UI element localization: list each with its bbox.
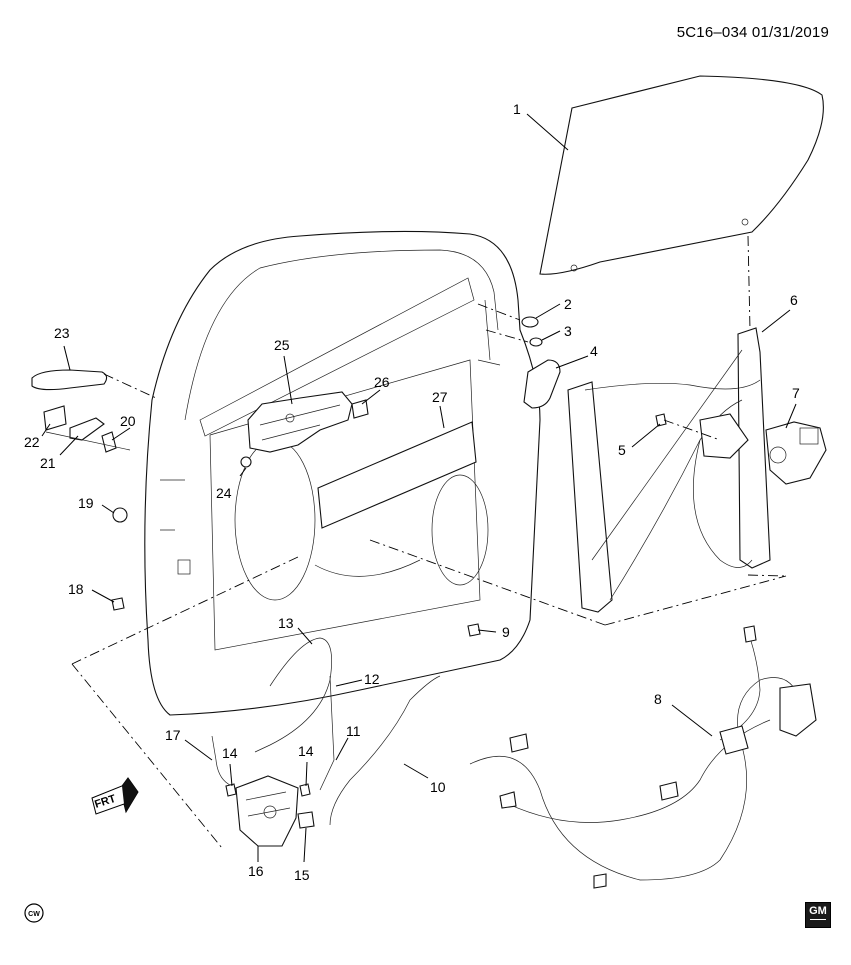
door-inner-panel (144, 230, 541, 716)
clip-26 (351, 399, 369, 419)
frt-arrow-icon: FRT (91, 777, 139, 815)
leader-lines (41, 113, 797, 863)
callout-3: 3 (564, 323, 572, 339)
seal-4 (523, 359, 561, 409)
handle-bezel-22 (43, 405, 67, 431)
callout-13: 13 (278, 615, 294, 631)
water-deflector (317, 421, 477, 529)
callout-19: 19 (78, 495, 94, 511)
callout-7: 7 (792, 385, 800, 401)
gm-logo-icon: GM (805, 902, 831, 928)
callout-14a: 14 (222, 745, 238, 761)
rod-17 (211, 735, 233, 787)
callout-23: 23 (54, 325, 70, 341)
screw-9 (467, 623, 481, 637)
diagram-reference-code: 5C16–034 01/31/2019 (676, 24, 829, 41)
door-glass (539, 75, 824, 275)
callout-11: 11 (346, 723, 361, 739)
callout-12: 12 (364, 671, 380, 687)
cable-10 (329, 675, 441, 826)
bolt-5 (655, 413, 667, 427)
handle-bracket-assembly (247, 391, 353, 453)
cw-badge-label: CW (28, 911, 40, 918)
outside-handle-23 (31, 369, 108, 391)
plug-19 (112, 507, 128, 523)
bushing-14a (225, 783, 237, 797)
callout-9: 9 (502, 624, 510, 640)
gm-logo-label: GM (809, 905, 827, 917)
callout-6: 6 (790, 292, 798, 308)
rod-13 (254, 637, 332, 753)
callout-18: 18 (68, 581, 84, 597)
callout-26: 26 (374, 374, 390, 390)
washer-3 (529, 337, 543, 347)
callout-4: 4 (590, 343, 598, 359)
handle-cap-21 (69, 417, 105, 441)
callout-22: 22 (24, 434, 40, 450)
callout-15: 15 (294, 867, 310, 883)
lock-cylinder-20 (101, 431, 117, 453)
bushing-14b (299, 783, 311, 797)
bolt-18 (111, 597, 125, 611)
wiring-harness (469, 625, 817, 889)
door-latch-16 (235, 775, 299, 847)
nut-24 (240, 456, 252, 468)
bolt-15 (297, 811, 315, 829)
callout-10: 10 (430, 779, 446, 795)
callout-21: 21 (40, 455, 56, 471)
regulator-motor (765, 421, 827, 485)
callout-14b: 14 (298, 743, 314, 759)
callout-27: 27 (432, 389, 448, 405)
callout-24: 24 (216, 485, 232, 501)
callout-8: 8 (654, 691, 662, 707)
callout-16: 16 (248, 863, 264, 879)
callout-17: 17 (165, 727, 181, 743)
washer-2 (521, 316, 539, 328)
window-regulator (567, 327, 771, 613)
callout-2: 2 (564, 296, 572, 312)
callout-25: 25 (274, 337, 290, 353)
callout-20: 20 (120, 413, 136, 429)
rod-12 (319, 675, 335, 791)
callout-1: 1 (513, 101, 521, 117)
callout-5: 5 (618, 442, 626, 458)
cw-badge-icon: CW (24, 903, 44, 923)
